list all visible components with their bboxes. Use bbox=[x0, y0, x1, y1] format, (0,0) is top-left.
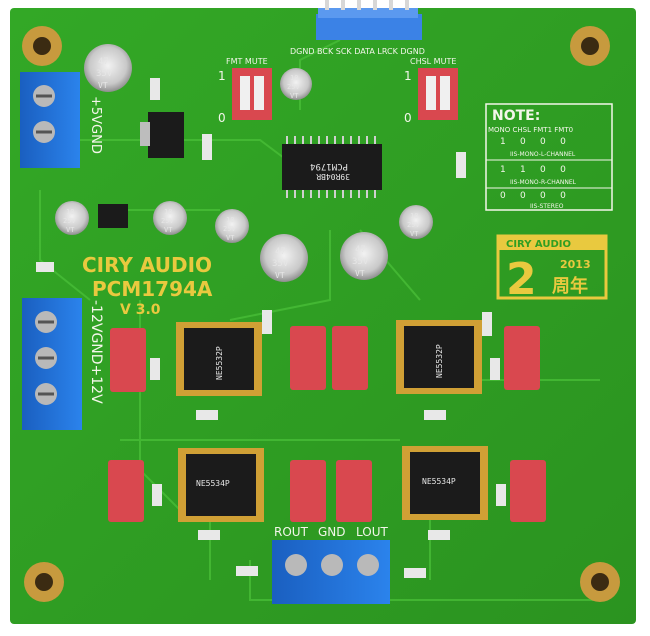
power-top-label: +5VGND bbox=[88, 96, 103, 154]
cap-c2-vt: VT bbox=[290, 92, 299, 100]
smd-components bbox=[36, 78, 506, 578]
cap-c4-voltage: 25V bbox=[161, 217, 174, 225]
opamp-u4-code: NE5534P bbox=[422, 477, 456, 486]
opamp-u3-code: NE5534P bbox=[196, 479, 230, 488]
cap-c8-vt: VT bbox=[355, 269, 365, 278]
dac-chip-label: PCM1794 bbox=[310, 161, 348, 171]
power-terminal-5v bbox=[20, 72, 80, 168]
cap-c6-voltage: 25V bbox=[407, 221, 420, 229]
power-side-label: -12VGND+12V bbox=[88, 300, 104, 404]
cap-c6-value: 10 bbox=[410, 212, 418, 220]
capacitor-c3 bbox=[55, 201, 89, 235]
jumper-right bbox=[418, 68, 458, 120]
cap-c3-value: 10 bbox=[66, 208, 74, 216]
film-capacitors bbox=[108, 326, 546, 522]
cap-c5-voltage: 25V bbox=[223, 225, 236, 233]
note-row1-label: IIS-MONO-L-CHANNEL bbox=[510, 151, 576, 158]
cap-c8-value: 47 bbox=[355, 245, 366, 255]
cap-c8-voltage: 35V bbox=[352, 257, 369, 267]
output-terminal bbox=[272, 540, 390, 604]
header-pin-labels: DGND BCK SCK DATA LRCK DGND bbox=[290, 47, 425, 56]
opamp-u1-code: NE5532P bbox=[215, 346, 224, 380]
power-terminal-12v bbox=[22, 298, 82, 430]
cap-c1-vt: VT bbox=[98, 81, 108, 90]
jumper-left-label: FMT MUTE bbox=[226, 57, 268, 66]
cap-c4-vt: VT bbox=[164, 226, 173, 234]
jumper-right-one: 1 bbox=[404, 69, 412, 83]
cap-c7-vt: VT bbox=[275, 271, 285, 280]
cap-c7-voltage: 35V bbox=[272, 259, 289, 269]
version-label: V 3.0 bbox=[120, 302, 161, 318]
capacitor-c1 bbox=[84, 44, 132, 92]
output-label-rout: ROUT bbox=[274, 525, 309, 539]
brand-label: CIRY AUDIO bbox=[82, 253, 212, 277]
anniversary-badge bbox=[496, 234, 608, 300]
note-title: NOTE: bbox=[492, 108, 540, 124]
cap-c2-value: 10 bbox=[290, 74, 298, 82]
output-label-gnd: GND bbox=[318, 525, 346, 539]
cap-c4-value: 10 bbox=[164, 208, 172, 216]
note-box bbox=[485, 103, 613, 211]
note-row2-label: IIS-MONO-R-CHANNEL bbox=[510, 179, 577, 186]
cap-c5-value: 10 bbox=[226, 216, 234, 224]
note-row1: 1 0 0 0 bbox=[500, 137, 566, 147]
note-row2: 1 1 0 0 bbox=[500, 165, 566, 175]
capacitor-c6 bbox=[399, 205, 433, 239]
capacitor-c2 bbox=[280, 68, 312, 100]
jumper-left bbox=[232, 68, 272, 120]
badge-brand: CIRY AUDIO bbox=[506, 239, 571, 250]
badge-char: 周年 bbox=[552, 275, 588, 297]
note-row3-label: IIS-STEREO bbox=[530, 203, 564, 210]
regulators bbox=[98, 112, 184, 228]
note-row3: 0 0 0 0 bbox=[500, 191, 566, 201]
output-label-lout: LOUT bbox=[356, 525, 388, 539]
opamp-u4 bbox=[402, 446, 488, 520]
jumper-right-label: CHSL MUTE bbox=[410, 57, 456, 66]
capacitor-c5 bbox=[215, 209, 249, 243]
pin-header bbox=[316, 0, 422, 40]
badge-year: 2013 bbox=[560, 258, 591, 271]
mounting-holes bbox=[22, 26, 620, 602]
cap-c2-voltage: 25V bbox=[287, 83, 300, 91]
jumper-right-zero: 0 bbox=[404, 111, 412, 125]
jumper-left-zero: 0 bbox=[218, 111, 226, 125]
model-label: PCM1794A bbox=[92, 277, 213, 301]
opamp-u2-code: NE5532P bbox=[435, 344, 444, 378]
cap-c3-voltage: 25V bbox=[63, 217, 76, 225]
dac-chip bbox=[282, 136, 382, 198]
cap-c1-value: 47 bbox=[98, 57, 109, 67]
capacitor-c7 bbox=[260, 234, 308, 282]
jumper-left-one: 1 bbox=[218, 69, 226, 83]
opamp-u3 bbox=[178, 448, 264, 522]
cap-c3-vt: VT bbox=[66, 226, 75, 234]
cap-c1-voltage: 35V bbox=[96, 69, 113, 79]
opamp-u1 bbox=[176, 322, 262, 396]
capacitor-c8 bbox=[340, 232, 388, 280]
opamp-u2 bbox=[396, 320, 482, 394]
cap-c7-value: 47 bbox=[275, 247, 286, 257]
badge-digit: 2 bbox=[506, 254, 537, 305]
dac-chip-code: 39R04BR bbox=[316, 172, 350, 181]
capacitor-c4 bbox=[153, 201, 187, 235]
cap-c5-vt: VT bbox=[226, 234, 235, 242]
note-header: MONO CHSL FMT1 FMT0 bbox=[488, 126, 573, 134]
cap-c6-vt: VT bbox=[410, 230, 419, 238]
